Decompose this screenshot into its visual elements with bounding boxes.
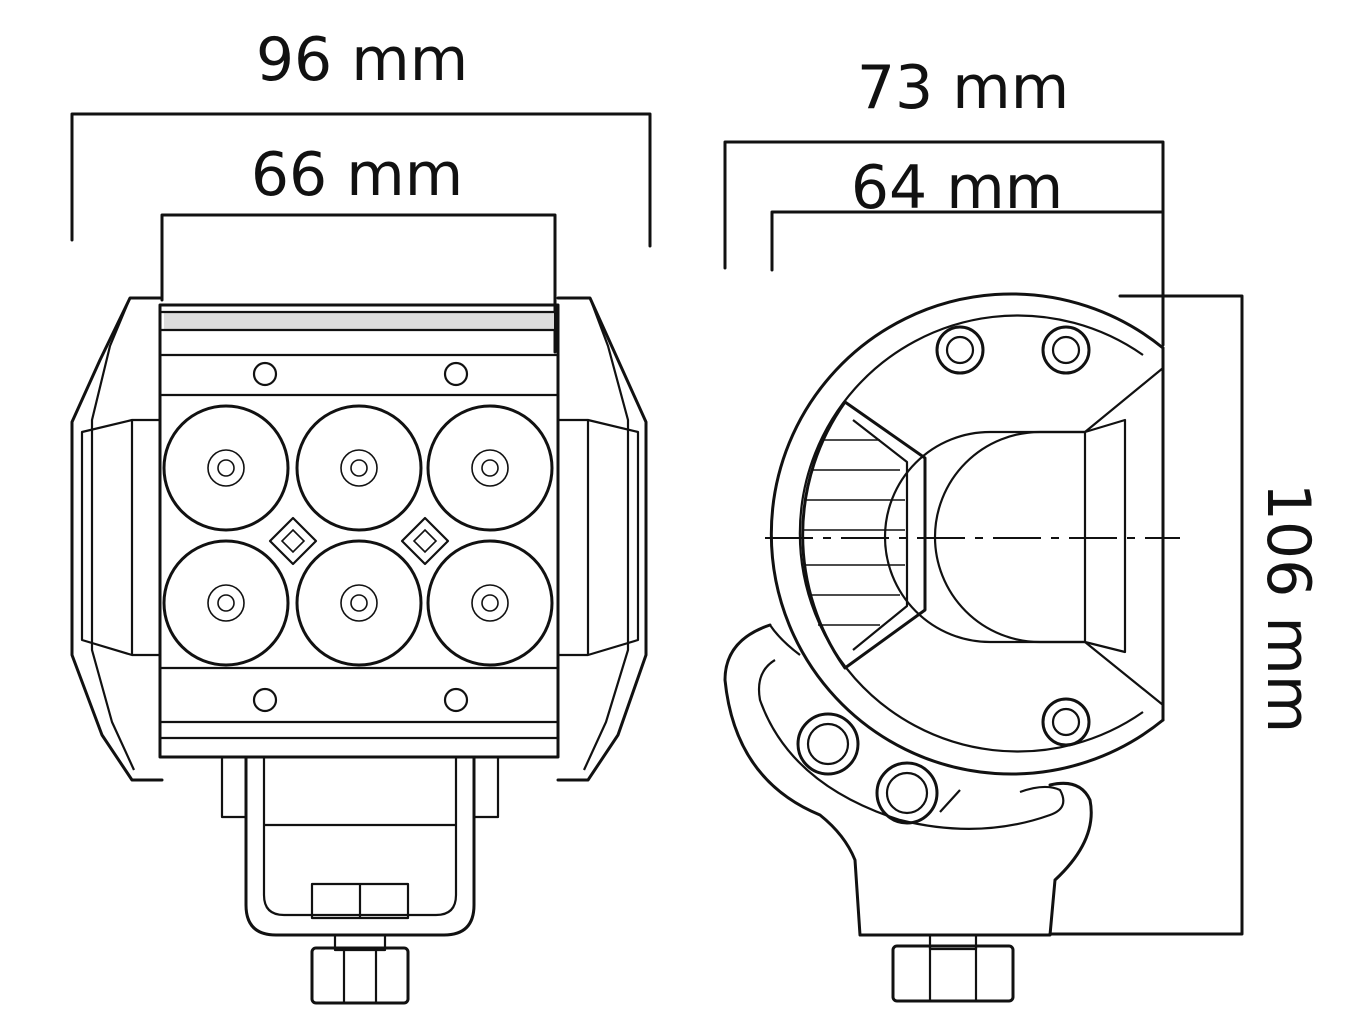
side-screw (1041, 697, 1091, 747)
front-screw (443, 687, 469, 713)
diamond-marker (400, 516, 450, 566)
heatsink-fins (801, 400, 927, 670)
side-body (769, 292, 1165, 776)
front-view (70, 296, 648, 1005)
front-screw (443, 361, 469, 387)
dimension-side-outer: 73 mm (723, 53, 1165, 347)
front-left-guard (70, 296, 164, 782)
label-front-lens-width: 66 mm (251, 140, 463, 210)
led-lens (426, 539, 554, 667)
dimension-front-lens: 66 mm (160, 140, 557, 354)
bracket-bolt (875, 761, 939, 825)
diamond-marker (268, 516, 318, 566)
dimension-side-height: 106 mm (1048, 294, 1323, 936)
label-side-height: 106 mm (1253, 483, 1323, 734)
label-side-inner-depth: 64 mm (851, 153, 1063, 223)
led-lens (295, 404, 423, 532)
led-lens (295, 539, 423, 667)
front-mount-bracket (220, 755, 500, 1005)
dimension-side-inner: 64 mm (770, 153, 1165, 272)
bracket-bolt (796, 712, 860, 776)
side-screw (935, 325, 985, 375)
led-lens (162, 539, 290, 667)
dimension-front-outer: 96 mm (70, 25, 652, 248)
side-nut (891, 944, 1015, 1003)
led-lens (162, 404, 290, 532)
front-right-guard (556, 296, 648, 782)
side-screw (1041, 325, 1091, 375)
front-screw (252, 687, 278, 713)
led-lens (426, 404, 554, 532)
label-side-outer-depth: 73 mm (857, 53, 1069, 123)
label-front-outer-width: 96 mm (256, 25, 468, 95)
front-nut (310, 946, 410, 1005)
front-housing (158, 303, 560, 759)
side-mount-bracket (723, 623, 1093, 1003)
side-view (723, 292, 1180, 1003)
front-screw (252, 361, 278, 387)
